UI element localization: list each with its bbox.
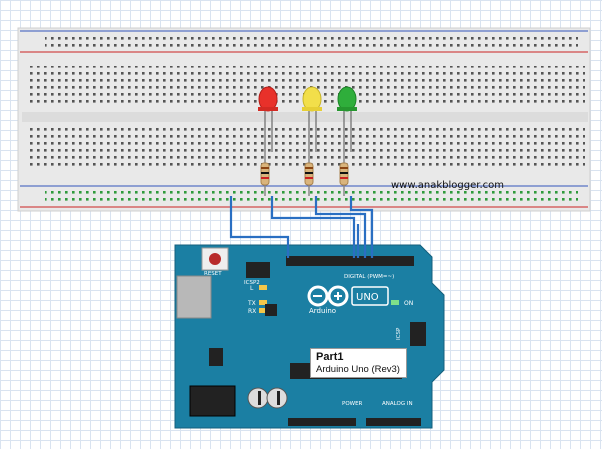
led-yellow[interactable] [302,86,322,152]
led-tx-label: TX [247,300,256,307]
center-channel [22,112,588,122]
led-rx-label: RX [248,308,256,315]
power-jack [189,385,236,417]
wire-red [270,196,356,258]
led-on-indicator [391,300,399,305]
digital-header [286,256,414,266]
part-tooltip: Part1 Arduino Uno (Rev3) [310,348,407,378]
led-red[interactable] [258,86,278,152]
icsp2-label: ICSP2 [244,280,260,286]
breadboard[interactable] [17,27,591,212]
reset-icon [209,253,221,265]
tooltip-title: Part1 [316,351,344,363]
led-green[interactable] [337,86,357,152]
small-chip [265,304,277,316]
led-l-indicator [259,285,267,290]
resistor-2[interactable] [304,152,314,196]
power-label: POWER [342,401,363,407]
brand-label: Arduino [309,307,336,315]
icsp-label: ICSP [396,327,402,340]
icsp-header [410,322,426,346]
analog-label: ANALOG IN [382,401,413,407]
watermark-text: www.anakblogger.com [391,180,505,191]
uno-badge [351,286,389,306]
icsp2-header [246,262,270,278]
terminal-holes-bottom [30,128,585,168]
reset-label: RESET [204,271,222,277]
wire-green [349,196,374,258]
voltage-regulator [209,348,223,366]
led-l-label: L [250,285,254,292]
usb-port [176,275,212,319]
led-tx-indicator [259,300,267,305]
digital-label: DIGITAL (PWM=~) [344,274,394,280]
tooltip-subtitle: Arduino Uno (Rev3) [316,364,400,375]
resistor-3[interactable] [339,152,349,196]
analog-header [366,418,421,426]
wire-yellow [314,196,367,258]
top-rail-holes [45,35,578,47]
led-rx-indicator [259,308,267,313]
arduino-logo [307,285,349,307]
wire-gnd [229,196,290,258]
uno-badge-label: UNO [356,292,379,303]
bottom-rail-holes [45,190,578,202]
resistor-1[interactable] [260,152,270,196]
power-header [288,418,356,426]
wires[interactable] [229,196,374,258]
on-label: ON [404,300,413,307]
